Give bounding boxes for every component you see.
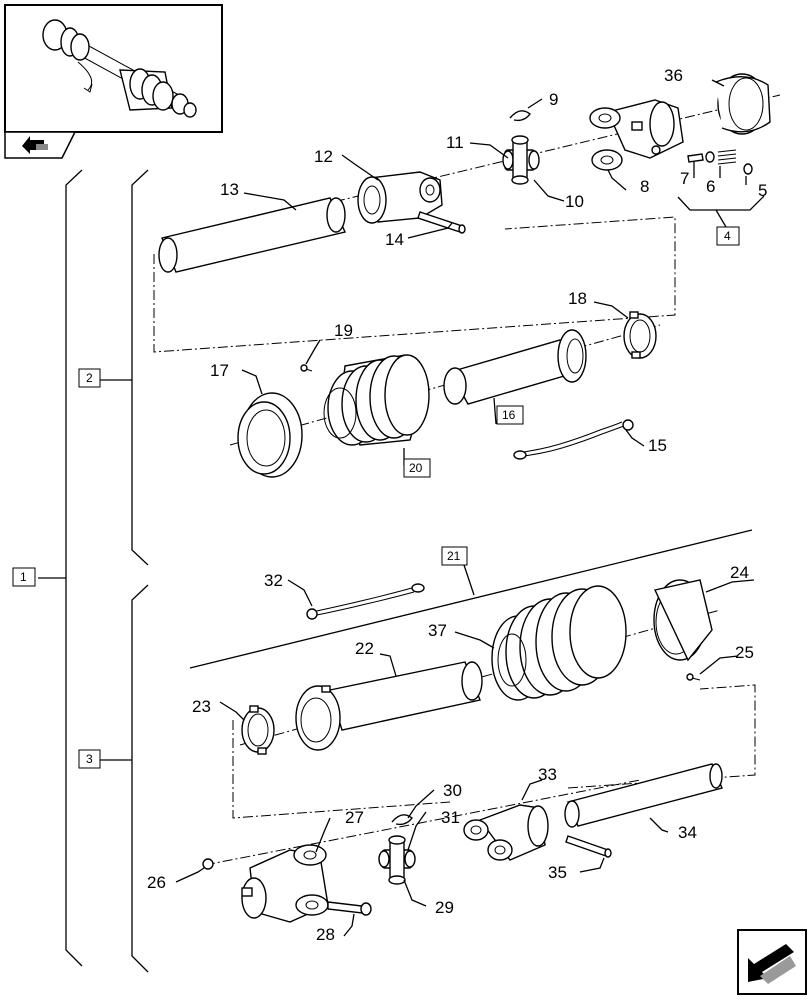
callout-31: 31 <box>441 808 460 827</box>
part-22-outer-guard-tube <box>295 661 483 751</box>
part-30-circlip <box>391 814 413 826</box>
svg-text:4: 4 <box>724 229 731 243</box>
svg-text:3: 3 <box>86 752 93 766</box>
assembly-guides <box>153 94 781 866</box>
group-box-2: 2 <box>78 368 101 388</box>
callout-13: 13 <box>220 180 239 199</box>
part-8-yoke <box>589 99 684 171</box>
part-13-profile-tube <box>158 197 346 273</box>
return-arrow-icon[interactable] <box>4 131 77 159</box>
group-box-4: 4 <box>716 226 740 246</box>
leader-lines <box>175 79 755 937</box>
callout-25: 25 <box>735 643 754 662</box>
callout-14: 14 <box>385 230 404 249</box>
part-14-pin <box>417 211 466 234</box>
callout-22: 22 <box>355 639 374 658</box>
callout-35: 35 <box>548 863 567 882</box>
callout-19: 19 <box>334 321 353 340</box>
callout-8: 8 <box>640 177 649 196</box>
part-31-29-spider <box>378 835 416 885</box>
part-28-bolt <box>327 901 372 916</box>
svg-text:21: 21 <box>447 549 461 563</box>
group-box-16: 16 <box>496 405 524 425</box>
svg-text:20: 20 <box>409 461 423 475</box>
next-page-arrow-icon[interactable] <box>737 929 807 995</box>
group-box-1: 1 <box>12 567 36 587</box>
part-9-circlip <box>509 110 531 122</box>
part-36-boot-cone <box>715 73 771 135</box>
part-12-yoke-tube <box>357 171 443 224</box>
part-19-screw <box>300 364 313 372</box>
callout-17: 17 <box>210 361 229 380</box>
part-27-yoke <box>241 844 329 923</box>
part-7-6-5-pin-spring-ball <box>687 149 753 185</box>
part-24-ring-cone <box>653 579 713 662</box>
pto-shaft-thumbnail-icon[interactable] <box>4 4 223 133</box>
group-brackets <box>38 169 765 973</box>
part-20-bellows <box>323 354 430 446</box>
callout-5: 5 <box>758 181 767 200</box>
callout-30: 30 <box>443 781 462 800</box>
callout-18: 18 <box>568 289 587 308</box>
svg-text:2: 2 <box>86 371 93 385</box>
svg-text:1: 1 <box>20 570 27 584</box>
part-15-chain <box>513 419 634 460</box>
callout-33: 33 <box>538 765 557 784</box>
callout-37: 37 <box>428 621 447 640</box>
part-17-guard-cone <box>237 392 303 478</box>
part-25-screw <box>686 673 701 681</box>
callout-12: 12 <box>314 147 333 166</box>
part-32-chain <box>306 583 425 620</box>
part-37-bellows <box>491 585 627 701</box>
group-labels: 1 2 3 4 16 20 21 <box>12 226 740 769</box>
part-34-profile-tube <box>564 763 723 828</box>
callout-27: 27 <box>345 808 364 827</box>
callout-7: 7 <box>680 169 689 188</box>
callout-24: 24 <box>730 563 749 582</box>
callout-29: 29 <box>435 898 454 917</box>
part-26-ball <box>202 858 214 870</box>
callout-36: 36 <box>664 66 683 85</box>
svg-text:16: 16 <box>502 408 516 422</box>
group-box-3: 3 <box>78 749 101 769</box>
part-16-inner-guard-tube <box>443 329 587 405</box>
part-18-ring <box>623 311 657 359</box>
callout-28: 28 <box>316 925 335 944</box>
callout-labels: 9 11 10 12 13 14 36 8 7 6 5 18 19 17 15 … <box>147 66 767 944</box>
callout-32: 32 <box>264 571 283 590</box>
callout-11: 11 <box>446 133 464 152</box>
part-35-pin <box>565 835 612 858</box>
callout-10: 10 <box>565 192 584 211</box>
part-23-ring <box>241 705 275 755</box>
group-box-20: 20 <box>403 458 431 478</box>
callout-34: 34 <box>678 823 697 842</box>
callout-6: 6 <box>706 177 715 196</box>
group-box-21: 21 <box>441 546 468 566</box>
part-11-10-spider <box>502 135 540 185</box>
callout-15: 15 <box>648 436 667 455</box>
callout-9: 9 <box>549 90 558 109</box>
callout-23: 23 <box>192 697 211 716</box>
callout-26: 26 <box>147 873 166 892</box>
part-33-yoke-tube <box>463 804 549 861</box>
